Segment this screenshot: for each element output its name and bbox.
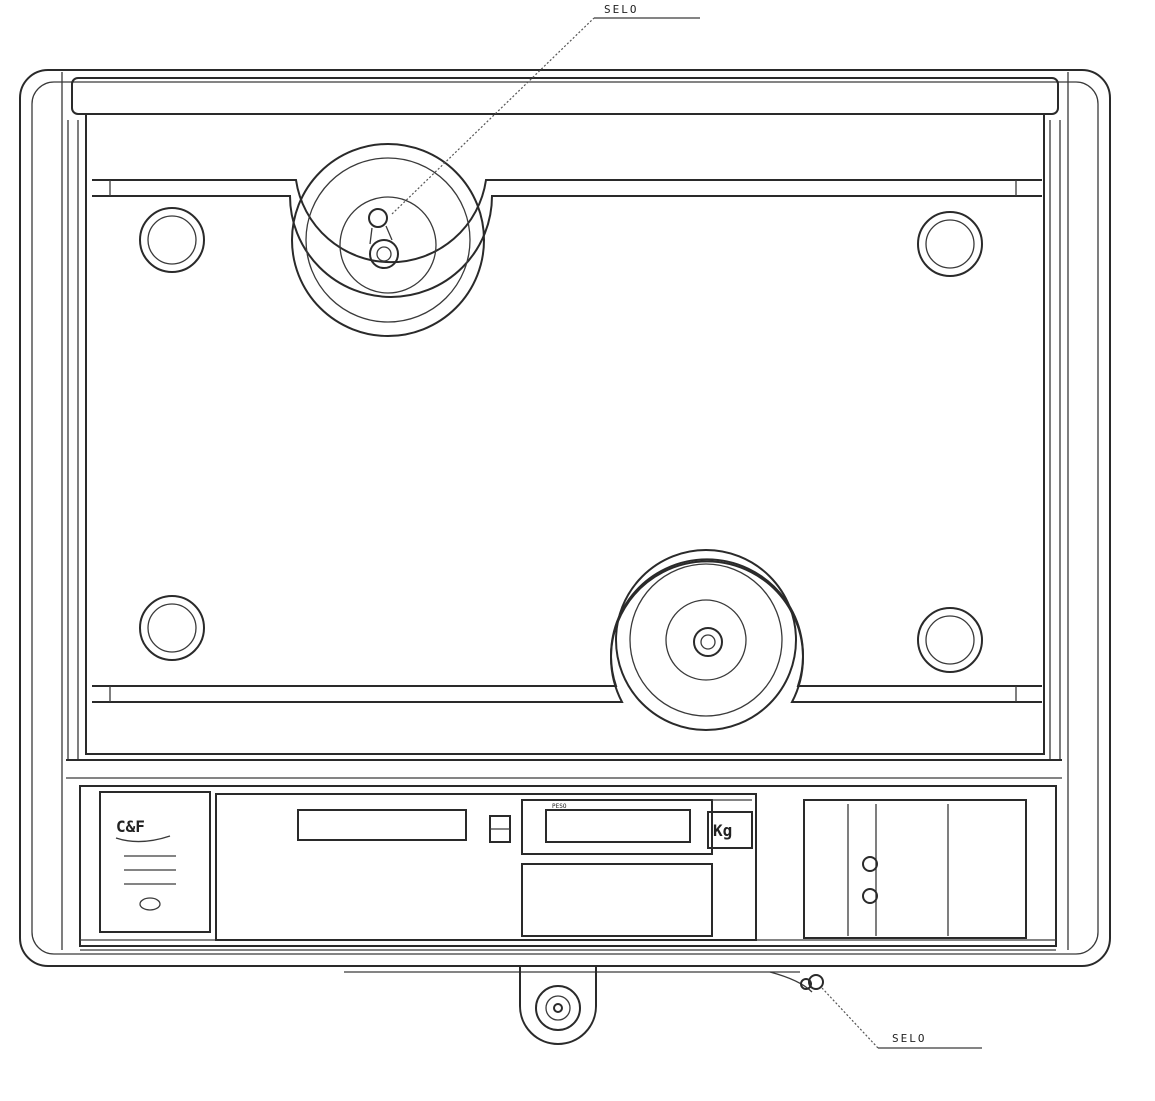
top-hub <box>291 143 485 337</box>
unit-box <box>707 811 753 849</box>
weighing-platform <box>66 77 1062 779</box>
foot-top-right <box>917 211 983 277</box>
foot-top-left <box>139 207 205 273</box>
price-display-window <box>545 809 691 843</box>
nameplate: C&F <box>99 791 211 933</box>
display-module: PESO Kg <box>215 793 757 941</box>
control-panel <box>803 799 1027 939</box>
top-rail <box>92 179 1042 298</box>
top-seal-callout: SELO <box>391 3 700 215</box>
bottom-seal-callout: SELO <box>821 987 982 1049</box>
weight-display-window <box>297 809 467 841</box>
total-display-window <box>521 863 713 937</box>
control-button-1[interactable] <box>862 856 878 872</box>
control-button-2[interactable] <box>862 888 878 904</box>
seal-icon <box>368 208 393 245</box>
top-seal-label: SELO <box>604 3 639 16</box>
unit-label: Kg <box>713 821 732 840</box>
brand-logo: C&F <box>116 817 145 836</box>
bottom-seal-label: SELO <box>892 1032 927 1045</box>
bottom-hub <box>615 549 797 731</box>
bottom-seal-wire <box>769 971 824 993</box>
foot-bottom-left <box>139 595 205 661</box>
scale-housing <box>19 69 1111 967</box>
mounting-tab <box>344 965 800 1045</box>
bottom-rail <box>92 558 1042 703</box>
foot-bottom-right <box>917 607 983 673</box>
weight-caption: PESO <box>552 803 567 810</box>
